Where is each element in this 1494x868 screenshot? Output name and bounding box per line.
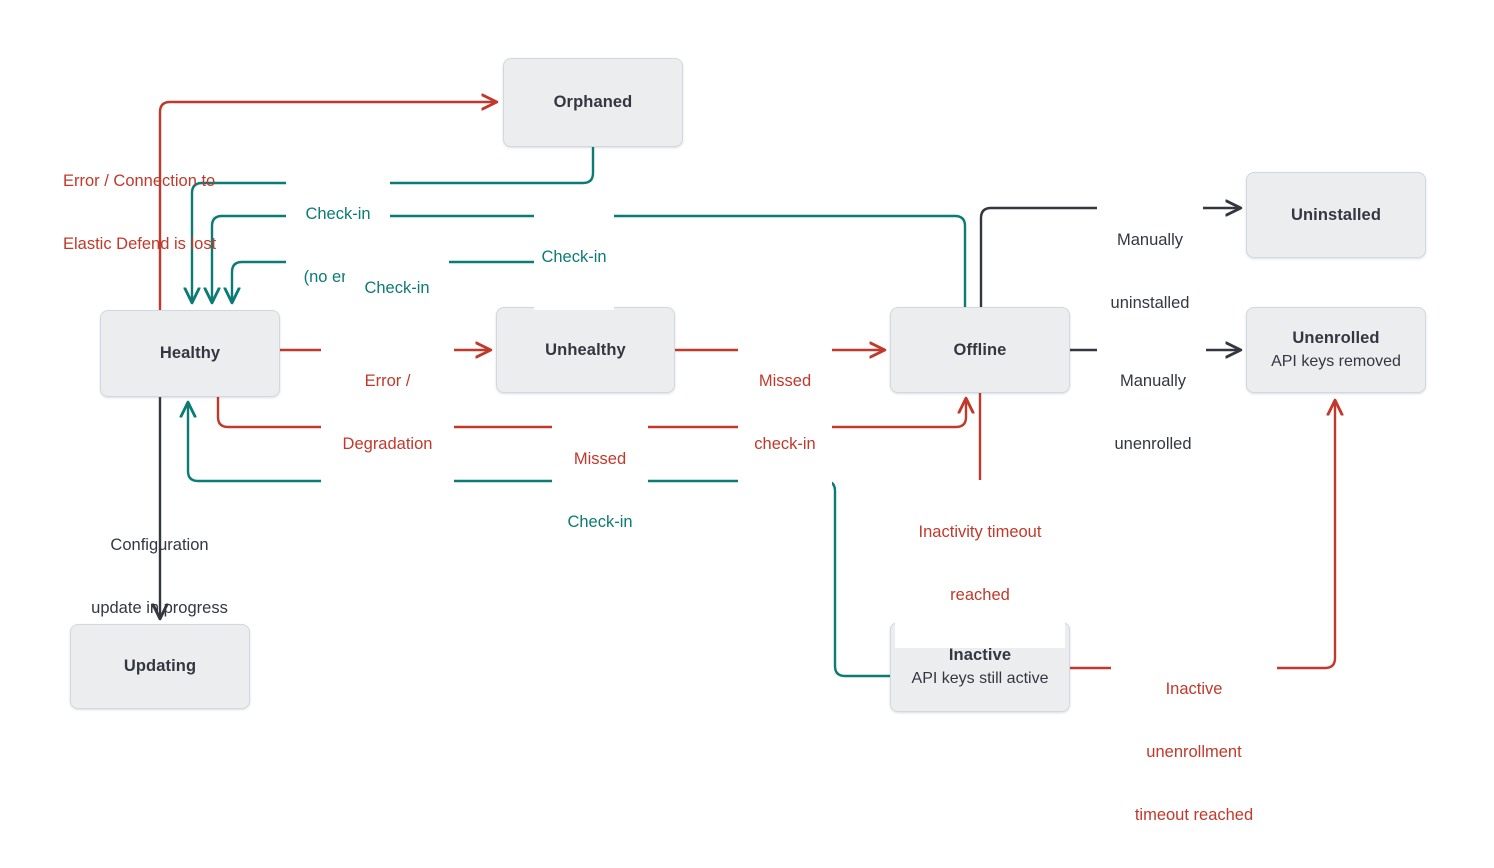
edge-inactive-to-healthy <box>188 403 892 678</box>
edge-orphaned-to-healthy <box>192 145 595 302</box>
edge-label-configuration-update: Configuration update in progress <box>63 493 256 661</box>
state-subtitle-inactive: API keys still active <box>911 670 1049 688</box>
edge-label-inactivity-timeout-line1: Inactivity timeout <box>918 523 1042 541</box>
state-title-unenrolled: Unenrolled <box>1292 329 1380 348</box>
edge-label-inactive-unenrollment-line3: timeout reached <box>1134 806 1254 824</box>
state-box-unenrolled[interactable]: Unenrolled API keys removed <box>1246 307 1426 393</box>
edge-label-checkin-no-error-unhealthy-line1: Check-in <box>364 279 430 297</box>
edge-label-checkin-offline-text: Check-in <box>541 248 607 266</box>
edge-label-inactivity-timeout-line2: reached <box>950 586 1010 604</box>
edge-label-checkin-inactive-text: Check-in <box>567 513 633 531</box>
edge-label-checkin-no-error-orphaned-line1: Check-in <box>291 204 385 225</box>
state-box-offline[interactable]: Offline <box>890 307 1070 393</box>
state-box-orphaned[interactable]: Orphaned <box>503 58 683 147</box>
state-title-orphaned: Orphaned <box>553 93 633 112</box>
edge-label-inactivity-timeout: Inactivity timeout reached <box>895 480 1065 648</box>
edge-label-missed-checkin-unhealthy-line2: check-in <box>754 435 816 453</box>
edge-offline-to-uninstalled <box>979 208 1240 309</box>
edge-label-inactive-unenrollment-line1: Inactive <box>1165 680 1223 698</box>
edge-label-inactive-unenrollment-line2: unenrollment <box>1146 743 1242 761</box>
state-box-unhealthy[interactable]: Unhealthy <box>496 307 675 393</box>
edge-label-error-degradation-line1: Error / <box>364 372 411 390</box>
edge-healthy-to-orphaned <box>158 102 496 312</box>
edge-label-manually-unenrolled-line1: Manually <box>1119 372 1187 390</box>
edge-label-manually-unenrolled: Manually unenrolled <box>1100 329 1206 497</box>
edge-label-inactive-unenrollment: Inactive unenrollment timeout reached <box>1111 637 1277 868</box>
edge-label-manually-unenrolled-line2: unenrolled <box>1114 435 1192 453</box>
state-diagram: Orphaned Healthy Unhealthy Offline Unins… <box>63 58 1426 824</box>
edge-label-checkin-offline: Check-in <box>534 205 614 310</box>
edge-label-configuration-update-line2: update in progress <box>91 599 228 617</box>
edge-label-checkin-inactive: Check-in <box>559 470 641 575</box>
state-title-uninstalled: Uninstalled <box>1290 205 1382 224</box>
state-box-healthy[interactable]: Healthy <box>100 310 280 397</box>
state-title-updating: Updating <box>123 657 197 676</box>
edge-label-error-connection-lost-line2: Elastic Defend is lost <box>63 235 217 253</box>
state-title-offline: Offline <box>953 340 1007 359</box>
state-title-unhealthy: Unhealthy <box>545 340 626 359</box>
edge-label-manually-uninstalled-line2: uninstalled <box>1110 294 1190 312</box>
edge-inactive-to-unenrolled <box>1068 401 1335 670</box>
edge-label-manually-uninstalled-line1: Manually <box>1116 231 1184 249</box>
state-subtitle-unenrolled: API keys removed <box>1271 353 1401 371</box>
state-title-healthy: Healthy <box>159 344 221 363</box>
edge-label-missed-checkin-unhealthy: Missed check-in <box>738 329 832 497</box>
state-title-inactive: Inactive <box>948 646 1012 665</box>
edge-label-error-degradation: Error / Degradation <box>321 329 454 497</box>
edge-label-configuration-update-line1: Configuration <box>110 536 209 554</box>
edge-label-missed-checkin-healthy-line1: Missed <box>573 450 627 468</box>
state-box-updating[interactable]: Updating <box>70 624 250 709</box>
edge-label-manually-uninstalled: Manually uninstalled <box>1097 188 1203 356</box>
edge-label-error-connection-lost-line1: Error / Connection to <box>63 172 216 190</box>
edge-label-error-degradation-line2: Degradation <box>342 435 433 453</box>
state-box-uninstalled[interactable]: Uninstalled <box>1246 172 1426 258</box>
edge-label-error-connection-lost: Error / Connection to Elastic Defend is … <box>63 129 263 297</box>
edge-label-missed-checkin-unhealthy-line1: Missed <box>758 372 812 390</box>
